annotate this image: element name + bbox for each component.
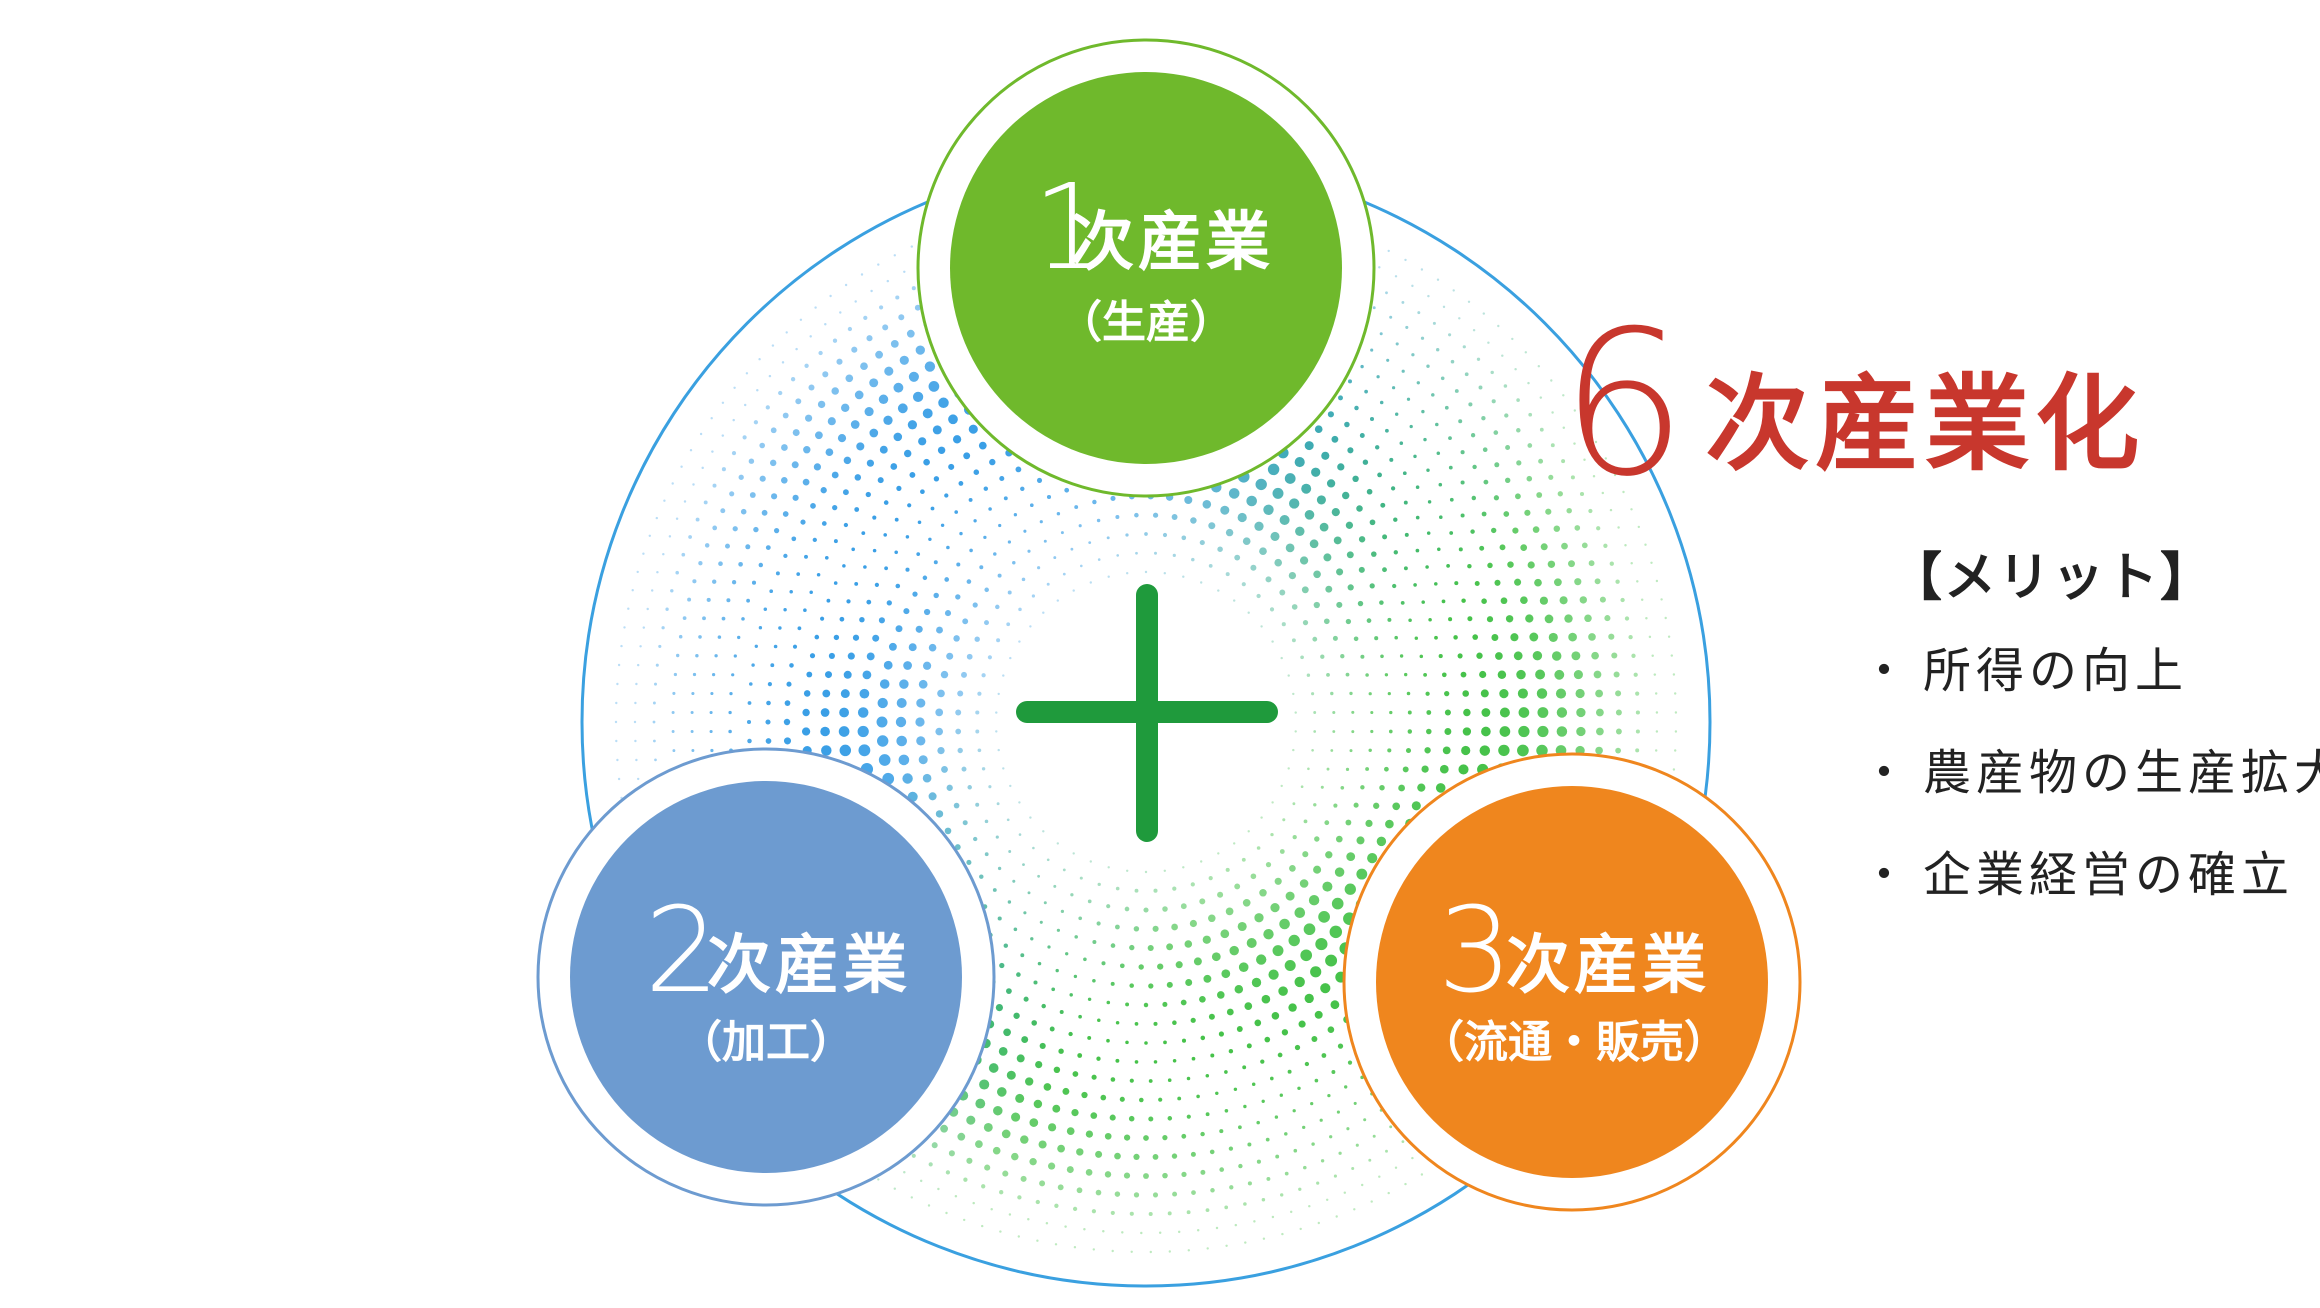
- plus-symbol: [1016, 584, 1278, 842]
- node-primary-number: 1: [1032, 158, 1107, 296]
- node-tertiary-number: 3: [1437, 881, 1512, 1019]
- node-primary-sub: （生産）: [1058, 297, 1234, 348]
- merit-text: 企業経営の確立: [1923, 847, 2295, 903]
- merit-item: ・所得の向上: [1860, 620, 2320, 722]
- bullet-dot: ・: [1860, 847, 1914, 903]
- merit-text: 所得の向上: [1923, 643, 2189, 699]
- node-secondary-industry: 2 次産業 （加工）: [536, 747, 996, 1207]
- node-tertiary-sub: （流通・販売）: [1420, 1017, 1728, 1068]
- node-tertiary-disc: [1376, 786, 1768, 1178]
- node-primary-disc: [950, 72, 1342, 464]
- node-secondary-sub: （加工）: [678, 1017, 854, 1068]
- result-panel: 6 次産業化 【メリット】 ・所得の向上 ・農産物の生産拡大 ・企業経営の確立: [1560, 288, 2320, 904]
- node-tertiary-industry: 3 次産業 （流通・販売）: [1342, 752, 1802, 1212]
- merit-item: ・企業経営の確立: [1860, 824, 2320, 926]
- merits-list: ・所得の向上 ・農産物の生産拡大 ・企業経営の確立: [1860, 620, 2320, 926]
- bullet-dot: ・: [1860, 643, 1914, 699]
- node-secondary-number: 2: [644, 881, 719, 1019]
- node-primary-industry: 1 次産業 （生産）: [916, 38, 1376, 498]
- node-secondary-disc: [570, 781, 962, 1173]
- node-primary-label: 次産業: [1070, 206, 1274, 280]
- result-title: 6 次産業化: [1560, 288, 2300, 521]
- merit-text: 農産物の生産拡大: [1923, 745, 2320, 801]
- result-label: 次産業化: [1705, 363, 2146, 485]
- node-tertiary-label: 次産業: [1506, 929, 1710, 1003]
- node-secondary-label: 次産業: [707, 929, 911, 1003]
- merit-item: ・農産物の生産拡大: [1860, 722, 2320, 824]
- merits-heading: 【メリット】: [1890, 548, 2215, 608]
- bullet-dot: ・: [1860, 745, 1914, 801]
- result-number: 6: [1560, 288, 1688, 521]
